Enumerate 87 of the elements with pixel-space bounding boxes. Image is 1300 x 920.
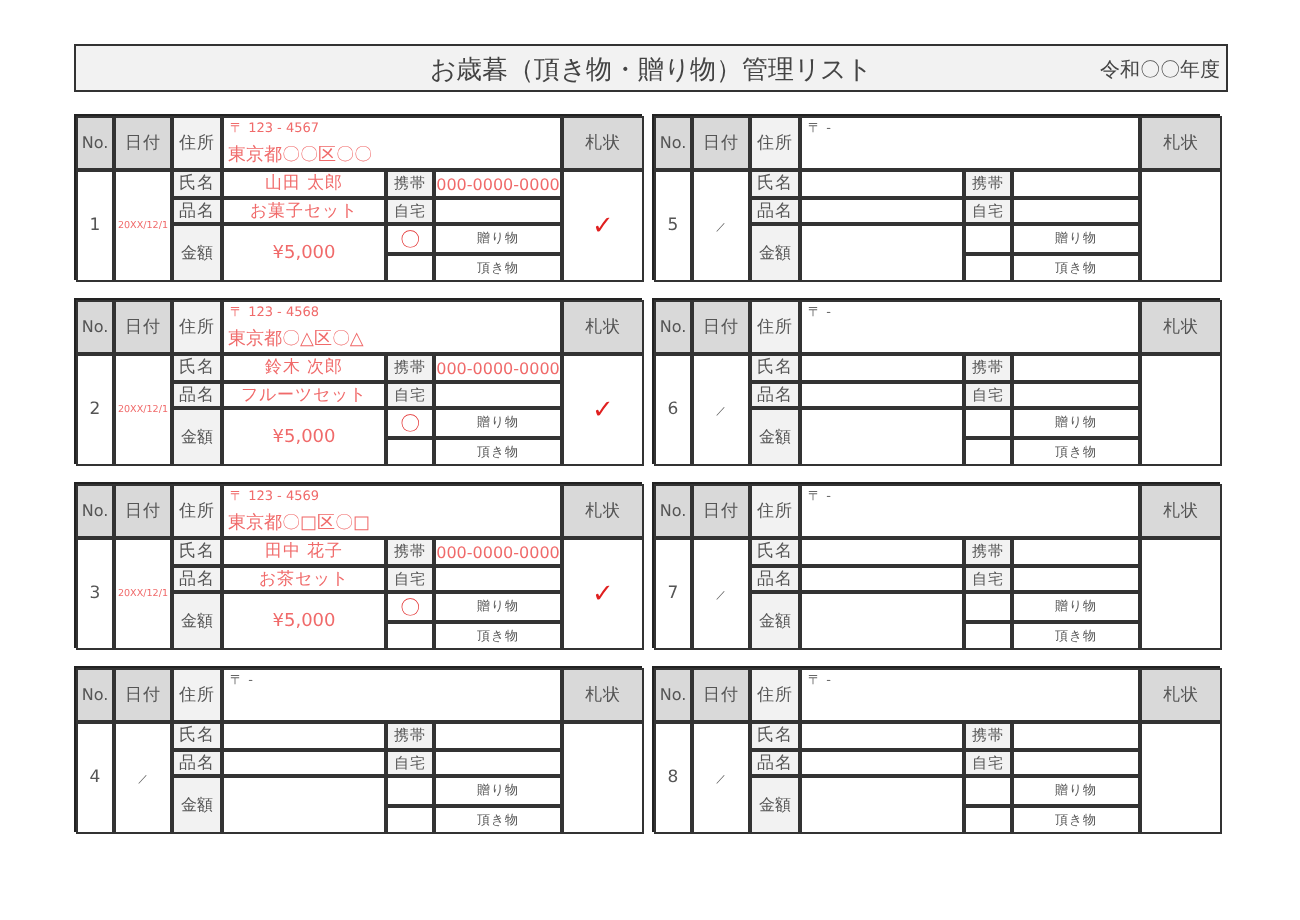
column-header: 住所 [750, 116, 800, 170]
field-label: 氏名 [750, 354, 800, 382]
amount-value: ¥5,000 [222, 592, 386, 650]
field-label: 品名 [172, 382, 222, 408]
field-label: 金額 [172, 224, 222, 282]
row-number: 6 [654, 354, 692, 466]
check-mark: ✓ [562, 538, 644, 650]
field-label: 金額 [750, 224, 800, 282]
column-header: No. [76, 484, 114, 538]
field-label: 品名 [172, 198, 222, 224]
column-header: No. [76, 300, 114, 354]
check-mark: ✓ [562, 354, 644, 466]
fiscal-year-label: 令和〇〇年度 [1100, 57, 1220, 84]
field-label: 氏名 [172, 354, 222, 382]
field-label: 金額 [172, 592, 222, 650]
column-header: 日付 [692, 300, 750, 354]
field-label: 氏名 [172, 538, 222, 566]
phone-value: 000-0000-0000 [434, 354, 562, 382]
column-header: 札状 [562, 116, 644, 170]
column-header: No. [654, 668, 692, 722]
column-header: 住所 [172, 668, 222, 722]
field-label: 金額 [750, 592, 800, 650]
column-header: 日付 [692, 668, 750, 722]
field-label: 品名 [750, 750, 800, 776]
column-header: 札状 [562, 484, 644, 538]
column-header: 日付 [114, 116, 172, 170]
column-header: 札状 [1140, 668, 1222, 722]
name-value: 鈴木 次郎 [222, 354, 386, 382]
field-label: 氏名 [750, 722, 800, 750]
item-value: お茶セット [222, 566, 386, 592]
column-header: 札状 [562, 668, 644, 722]
field-label: 品名 [750, 198, 800, 224]
column-header: No. [654, 300, 692, 354]
address-value: 東京都〇〇区〇〇 [228, 143, 372, 168]
column-header: 日付 [114, 668, 172, 722]
field-label: 金額 [172, 408, 222, 466]
field-label: 氏名 [172, 722, 222, 750]
check-mark: ✓ [562, 170, 644, 282]
item-value: お菓子セット [222, 198, 386, 224]
phone-value: 000-0000-0000 [434, 538, 562, 566]
field-label: 金額 [750, 408, 800, 466]
row-number: 5 [654, 170, 692, 282]
address-value: 東京都〇△区〇△ [228, 327, 364, 352]
amount-value: ¥5,000 [222, 408, 386, 466]
field-label: 品名 [750, 566, 800, 592]
column-header: 札状 [1140, 116, 1222, 170]
field-label: 品名 [750, 382, 800, 408]
field-label: 氏名 [172, 170, 222, 198]
column-header: 札状 [1140, 300, 1222, 354]
row-number: 2 [76, 354, 114, 466]
column-header: 住所 [172, 484, 222, 538]
name-value: 山田 太郎 [222, 170, 386, 198]
column-header: 日付 [114, 484, 172, 538]
field-label: 氏名 [750, 538, 800, 566]
column-header: 札状 [562, 300, 644, 354]
circle-mark: 〇 [386, 408, 434, 438]
item-value: フルーツセット [222, 382, 386, 408]
column-header: 住所 [750, 668, 800, 722]
column-header: 住所 [172, 300, 222, 354]
row-number: 3 [76, 538, 114, 650]
name-value: 田中 花子 [222, 538, 386, 566]
row-number: 1 [76, 170, 114, 282]
column-header: 住所 [750, 300, 800, 354]
circle-mark: 〇 [386, 224, 434, 254]
field-label: 氏名 [750, 170, 800, 198]
amount-value: ¥5,000 [222, 224, 386, 282]
field-label: 金額 [750, 776, 800, 834]
phone-value: 000-0000-0000 [434, 170, 562, 198]
title: お歳暮（頂き物・贈り物）管理リスト [430, 54, 872, 88]
column-header: No. [76, 116, 114, 170]
column-header: 日付 [692, 116, 750, 170]
row-number: 8 [654, 722, 692, 834]
column-header: No. [654, 484, 692, 538]
field-label: 金額 [172, 776, 222, 834]
row-number: 4 [76, 722, 114, 834]
column-header: 住所 [172, 116, 222, 170]
field-label: 品名 [172, 566, 222, 592]
row-number: 7 [654, 538, 692, 650]
field-label: 品名 [172, 750, 222, 776]
address-value: 東京都〇□区〇□ [228, 511, 371, 536]
column-header: 日付 [114, 300, 172, 354]
column-header: 住所 [750, 484, 800, 538]
column-header: 日付 [692, 484, 750, 538]
column-header: No. [76, 668, 114, 722]
column-header: 札状 [1140, 484, 1222, 538]
circle-mark: 〇 [386, 592, 434, 622]
column-header: No. [654, 116, 692, 170]
